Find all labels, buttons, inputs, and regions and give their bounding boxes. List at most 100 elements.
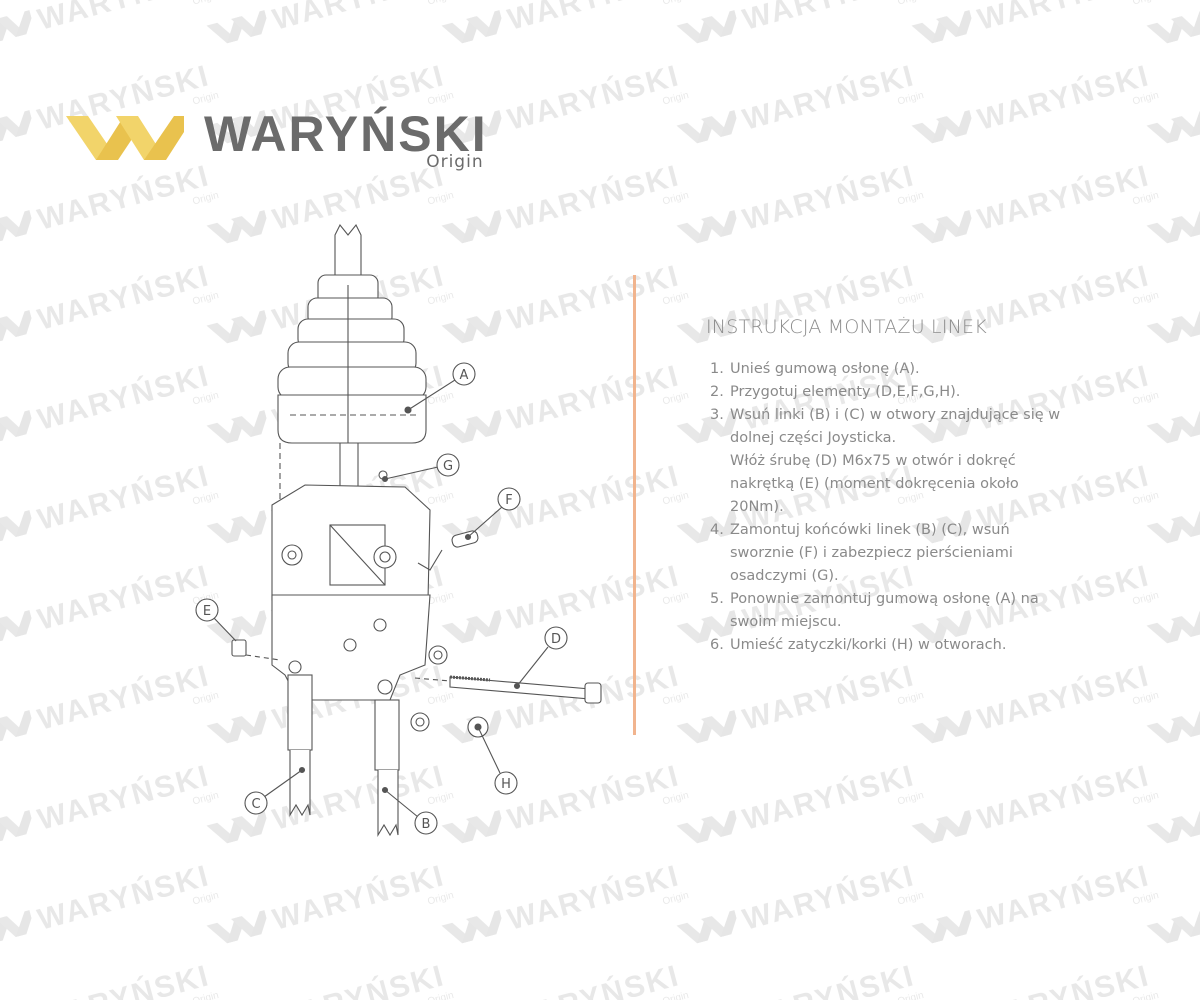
watermark-subtitle: Origin	[896, 689, 926, 708]
callout-a: A	[407, 362, 476, 411]
svg-text:D: D	[551, 632, 561, 647]
step-text: Unieś gumową osłonę (A).	[730, 358, 1106, 381]
step-line: Umieść zatyczki/korki (H) w otworach.	[730, 637, 1007, 653]
step-line: swoim miejscu.	[730, 614, 842, 630]
step-line: osadczymi (G).	[730, 568, 839, 584]
watermark-subtitle: Origin	[1131, 389, 1161, 408]
watermark-subtitle: Origin	[661, 889, 691, 908]
watermark-subtitle: Origin	[1131, 989, 1161, 1000]
step-line: dolnej części Joysticka.	[730, 430, 897, 446]
watermark-subtitle: Origin	[661, 789, 691, 808]
orange-divider	[633, 275, 636, 735]
instruction-step: 3.Wsuń linki (B) i (C) w otwory znajdują…	[706, 404, 1106, 519]
watermark-subtitle: Origin	[896, 189, 926, 208]
instruction-step: 6. Umieść zatyczki/korki (H) w otworach.	[706, 634, 1106, 657]
watermark-subtitle: Origin	[1131, 289, 1161, 308]
step-line: 20Nm).	[730, 499, 784, 515]
step-number: 4.	[710, 522, 724, 538]
callout-c: C	[244, 769, 303, 815]
svg-text:B: B	[422, 817, 431, 832]
instruction-step: 2. Przygotuj elementy (D,E,F,G,H).	[706, 381, 1106, 404]
step-line: sworznie (F) i zabezpiecz pierścieniami	[730, 545, 1013, 561]
watermark-subtitle: Origin	[661, 689, 691, 708]
instructions-panel: INSTRUKCJA MONTAŻU LINEK 1.Unieś gumową …	[706, 316, 1106, 657]
watermark-subtitle: Origin	[661, 289, 691, 308]
step-line: Unieś gumową osłonę (A).	[730, 361, 920, 377]
step-number: 5.	[710, 591, 724, 607]
joystick-exploded-diagram: A G F E D H C B	[195, 223, 602, 837]
watermark-subtitle: Origin	[426, 889, 456, 908]
instruction-step: 5. Ponownie zamontuj gumową osłonę (A) na…	[706, 588, 1106, 634]
svg-text:E: E	[203, 604, 211, 619]
svg-text:C: C	[251, 797, 260, 812]
watermark-subtitle: Origin	[661, 389, 691, 408]
watermark-subtitle: Origin	[1131, 489, 1161, 508]
watermark-subtitle: Origin	[191, 989, 221, 1000]
step-line: Włóż śrubę (D) M6x75 w otwór i dokręć	[730, 453, 1016, 469]
watermark-subtitle: Origin	[1131, 589, 1161, 608]
step-number: 2.	[710, 384, 724, 400]
watermark-subtitle: Origin	[661, 189, 691, 208]
svg-text:H: H	[501, 777, 511, 792]
watermark-subtitle: Origin	[896, 289, 926, 308]
watermark-subtitle: Origin	[661, 0, 690, 8]
joystick-housing	[271, 484, 431, 701]
nut-part-e	[231, 639, 281, 661]
callout-e: E	[195, 598, 237, 642]
watermark-subtitle: Origin	[896, 0, 925, 8]
watermark-subtitle: Origin	[896, 989, 926, 1000]
watermark-subtitle: Origin	[1131, 0, 1160, 8]
watermark-subtitle: Origin	[661, 489, 691, 508]
watermark-subtitle: Origin	[191, 889, 221, 908]
brand-w-mark-icon	[66, 116, 184, 160]
step-text: Przygotuj elementy (D,E,F,G,H).	[730, 381, 1106, 404]
callout-d: D	[516, 626, 568, 687]
step-number: 6.	[710, 637, 724, 653]
brand-subtitle: Origin	[426, 152, 484, 172]
watermark-subtitle: Origin	[191, 0, 220, 8]
